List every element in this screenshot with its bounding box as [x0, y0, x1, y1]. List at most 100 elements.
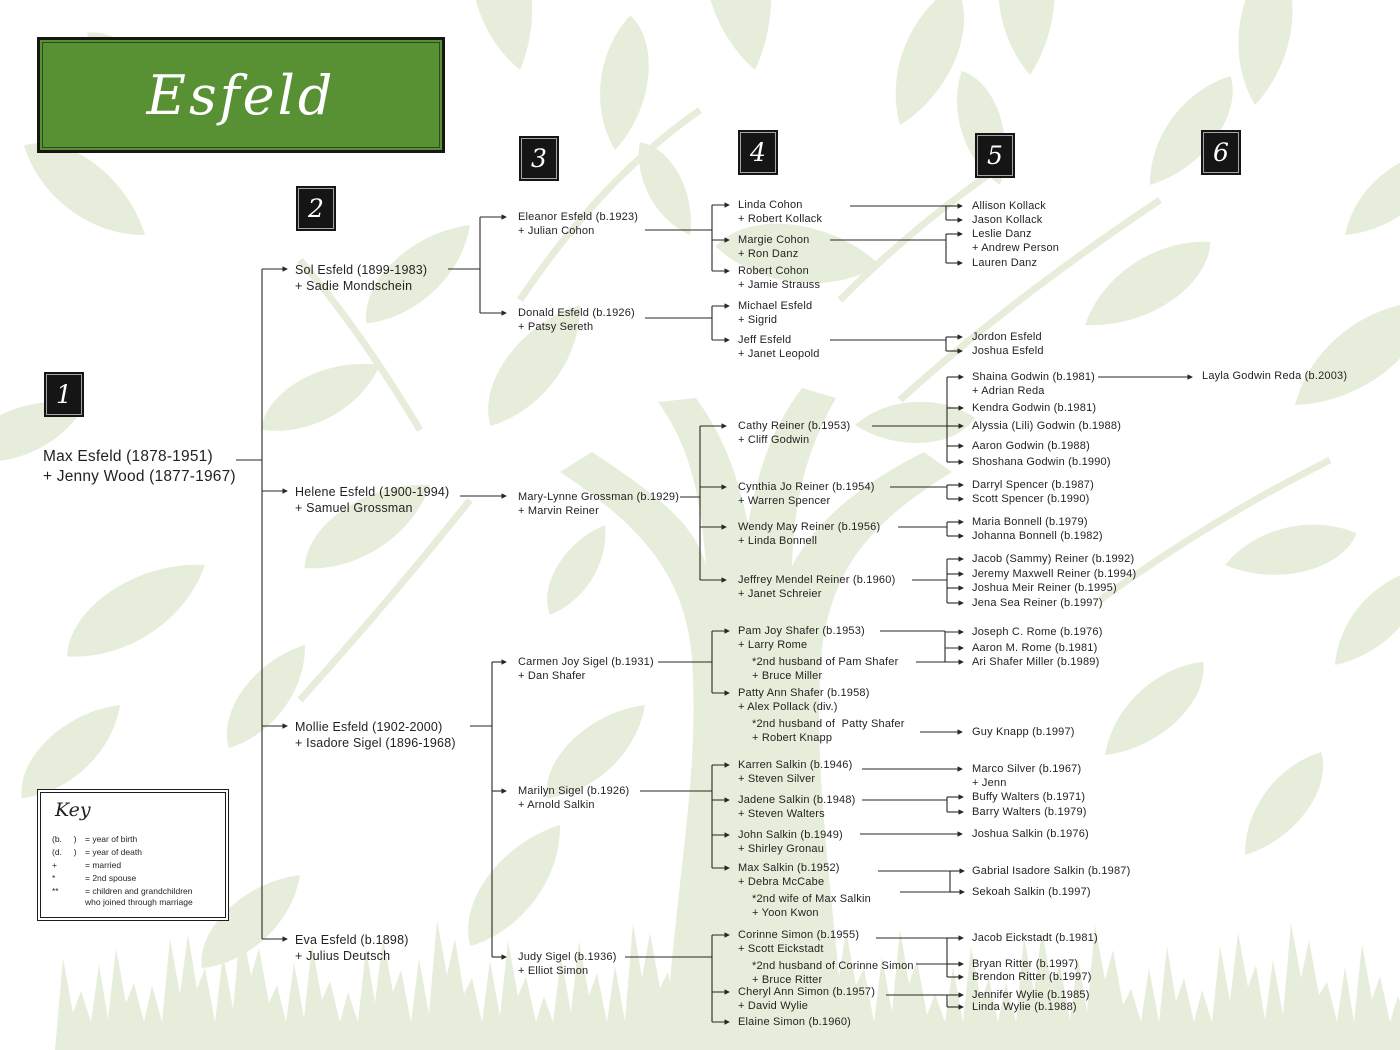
person-marylynne: Mary-Lynne Grossman (b.1929)+ Marvin Rei…: [518, 490, 679, 518]
person-layla: Layla Godwin Reda (b.2003): [1202, 369, 1347, 383]
person-name: Ari Shafer Miller (b.1989): [972, 656, 1100, 668]
person-name: Darryl Spencer (b.1987): [972, 479, 1094, 491]
person-name: Aaron Godwin (b.1988): [972, 440, 1090, 452]
person-name: Cheryl Ann Simon (b.1957): [738, 986, 876, 998]
person-name: Max Salkin (b.1952): [738, 862, 840, 874]
person-name: Joshua Esfeld: [972, 345, 1044, 357]
person-spouse: + Dan Shafer: [518, 670, 586, 683]
note-line: *2nd husband of Pam Shafer: [752, 656, 899, 669]
person-ari: Ari Shafer Miller (b.1989): [972, 655, 1099, 669]
person-robertc: Robert Cohon+ Jamie Strauss: [738, 264, 820, 292]
person-leslie: Leslie Danz+ Andrew Person: [972, 227, 1059, 255]
note-line: *2nd husband of Corinne Simon: [752, 960, 914, 973]
family-name-plate: Esfeld: [37, 37, 445, 153]
person-name: Elaine Simon (b.1960): [738, 1016, 852, 1028]
person-name: Joshua Meir Reiner (b.1995): [972, 582, 1117, 594]
key-entry: += married: [52, 860, 121, 871]
person-alyssia: Alyssia (Lili) Godwin (b.1988): [972, 419, 1121, 433]
person-spouse: + David Wylie: [738, 1000, 809, 1013]
person-pam: Pam Joy Shafer (b.1953)+ Larry Rome*2nd …: [738, 624, 898, 683]
person-spouse: + Cliff Godwin: [738, 434, 810, 447]
person-spouse: + Robert Kollack: [738, 213, 823, 226]
person-jeffrey: Jeffrey Mendel Reiner (b.1960)+ Janet Sc…: [738, 573, 895, 601]
key-entry: *= 2nd spouse: [52, 873, 136, 884]
person-jeremy: Jeremy Maxwell Reiner (b.1994): [972, 567, 1136, 581]
generation-badge-5: 5: [975, 133, 1015, 178]
person-jena: Jena Sea Reiner (b.1997): [972, 596, 1103, 610]
person-name: Jadene Salkin (b.1948): [738, 794, 856, 806]
person-spouse: + Patsy Sereth: [518, 321, 594, 334]
person-spouse: + Jamie Strauss: [738, 279, 821, 292]
note-line: + Bruce Miller: [752, 670, 823, 683]
generation-badge-3: 3: [519, 136, 559, 181]
person-name: Mollie Esfeld (1902-2000): [295, 720, 443, 734]
person-corinne: Corinne Simon (b.1955)+ Scott Eickstadt*…: [738, 928, 914, 987]
person-joshuas: Joshua Salkin (b.1976): [972, 827, 1089, 841]
person-spouse: + Jenny Wood (1877-1967): [43, 467, 236, 485]
person-carmen: Carmen Joy Sigel (b.1931)+ Dan Shafer: [518, 655, 654, 683]
person-spouse: + Arnold Salkin: [518, 799, 595, 812]
second-spouse-note: *2nd husband of Corinne Simon+ Bruce Rit…: [752, 959, 914, 987]
person-name: Gabrial Isadore Salkin (b.1987): [972, 865, 1131, 877]
person-name: Brendon Ritter (b.1997): [972, 971, 1092, 983]
person-spouse: + Linda Bonnell: [738, 535, 818, 548]
person-karren: Karren Salkin (b.1946) + Steven Silver: [738, 758, 852, 786]
person-name: Karren Salkin (b.1946): [738, 759, 853, 771]
person-gabrial: Gabrial Isadore Salkin (b.1987): [972, 864, 1130, 878]
person-joseph: Joseph C. Rome (b.1976): [972, 625, 1103, 639]
person-shoshana: Shoshana Godwin (b.1990): [972, 455, 1111, 469]
key-entry: (b. )= year of birth: [52, 834, 137, 845]
person-name: Joseph C. Rome (b.1976): [972, 626, 1103, 638]
person-name: Donald Esfeld (b.1926): [518, 307, 635, 319]
person-name: Jennifer Wylie (b.1985): [972, 989, 1090, 1001]
person-spouse: + Janet Schreier: [738, 588, 822, 601]
person-name: Jacob Eickstadt (b.1981): [972, 932, 1098, 944]
person-maxs: Max Salkin (b.1952)+ Debra McCabe*2nd wi…: [738, 861, 871, 920]
person-name: Helene Esfeld (1900-1994): [295, 485, 450, 499]
person-name: Cynthia Jo Reiner (b.1954): [738, 481, 875, 493]
person-spouse: + Debra McCabe: [738, 876, 825, 889]
key-meaning: = married: [85, 860, 122, 870]
person-name: Buffy Walters (b.1971): [972, 791, 1086, 803]
family-name-title: Esfeld: [146, 63, 336, 127]
person-name: Margie Cohon: [738, 234, 810, 246]
second-spouse-note: *2nd husband of Pam Shafer+ Bruce Miller: [752, 655, 898, 683]
person-name: Wendy May Reiner (b.1956): [738, 521, 881, 533]
person-guy: Guy Knapp (b.1997): [972, 725, 1075, 739]
person-jasonk: Jason Kollack: [972, 213, 1042, 227]
key-meaning: = year of birth: [85, 834, 138, 844]
person-linda: Linda Cohon+ Robert Kollack: [738, 198, 822, 226]
person-darryl: Darryl Spencer (b.1987): [972, 478, 1094, 492]
person-maria: Maria Bonnell (b.1979): [972, 515, 1088, 529]
person-name: Patty Ann Shafer (b.1958): [738, 687, 870, 699]
person-margie: Margie Cohon+ Ron Danz: [738, 233, 810, 261]
note-line: + Bruce Ritter: [752, 974, 823, 987]
person-jacobr: Jacob (Sammy) Reiner (b.1992): [972, 552, 1134, 566]
generation-badge-2: 2: [296, 186, 336, 231]
person-name: Lauren Danz: [972, 257, 1038, 269]
key-meaning: = children and grandchildren who joined …: [85, 886, 193, 907]
person-eva: Eva Esfeld (b.1898)+ Julius Deutsch: [295, 932, 409, 964]
person-name: Bryan Ritter (b.1997): [972, 958, 1079, 970]
person-name: Jacob (Sammy) Reiner (b.1992): [972, 553, 1135, 565]
person-cathy: Cathy Reiner (b.1953)+ Cliff Godwin: [738, 419, 850, 447]
key-symbol: **: [52, 886, 59, 896]
key-symbol: (d. ): [52, 847, 77, 857]
person-name: Jeff Esfeld: [738, 334, 792, 346]
key-title: Key: [55, 799, 91, 821]
person-name: Corinne Simon (b.1955): [738, 929, 860, 941]
person-marilyn: Marilyn Sigel (b.1926)+ Arnold Salkin: [518, 784, 629, 812]
person-name: Sekoah Salkin (b.1997): [972, 886, 1091, 898]
person-lauren: Lauren Danz: [972, 256, 1037, 270]
generation-badge-4: 4: [738, 130, 778, 175]
key-meaning: = year of death: [85, 847, 142, 857]
person-spouse: + Elliot Simon: [518, 965, 589, 978]
person-john: John Salkin (b.1949)+ Shirley Gronau: [738, 828, 843, 856]
person-name: Shaina Godwin (b.1981): [972, 371, 1096, 383]
person-spouse: + Steven Silver: [738, 773, 816, 786]
person-michael: Michael Esfeld+ Sigrid: [738, 299, 812, 327]
person-spouse: + Warren Spencer: [738, 495, 831, 508]
